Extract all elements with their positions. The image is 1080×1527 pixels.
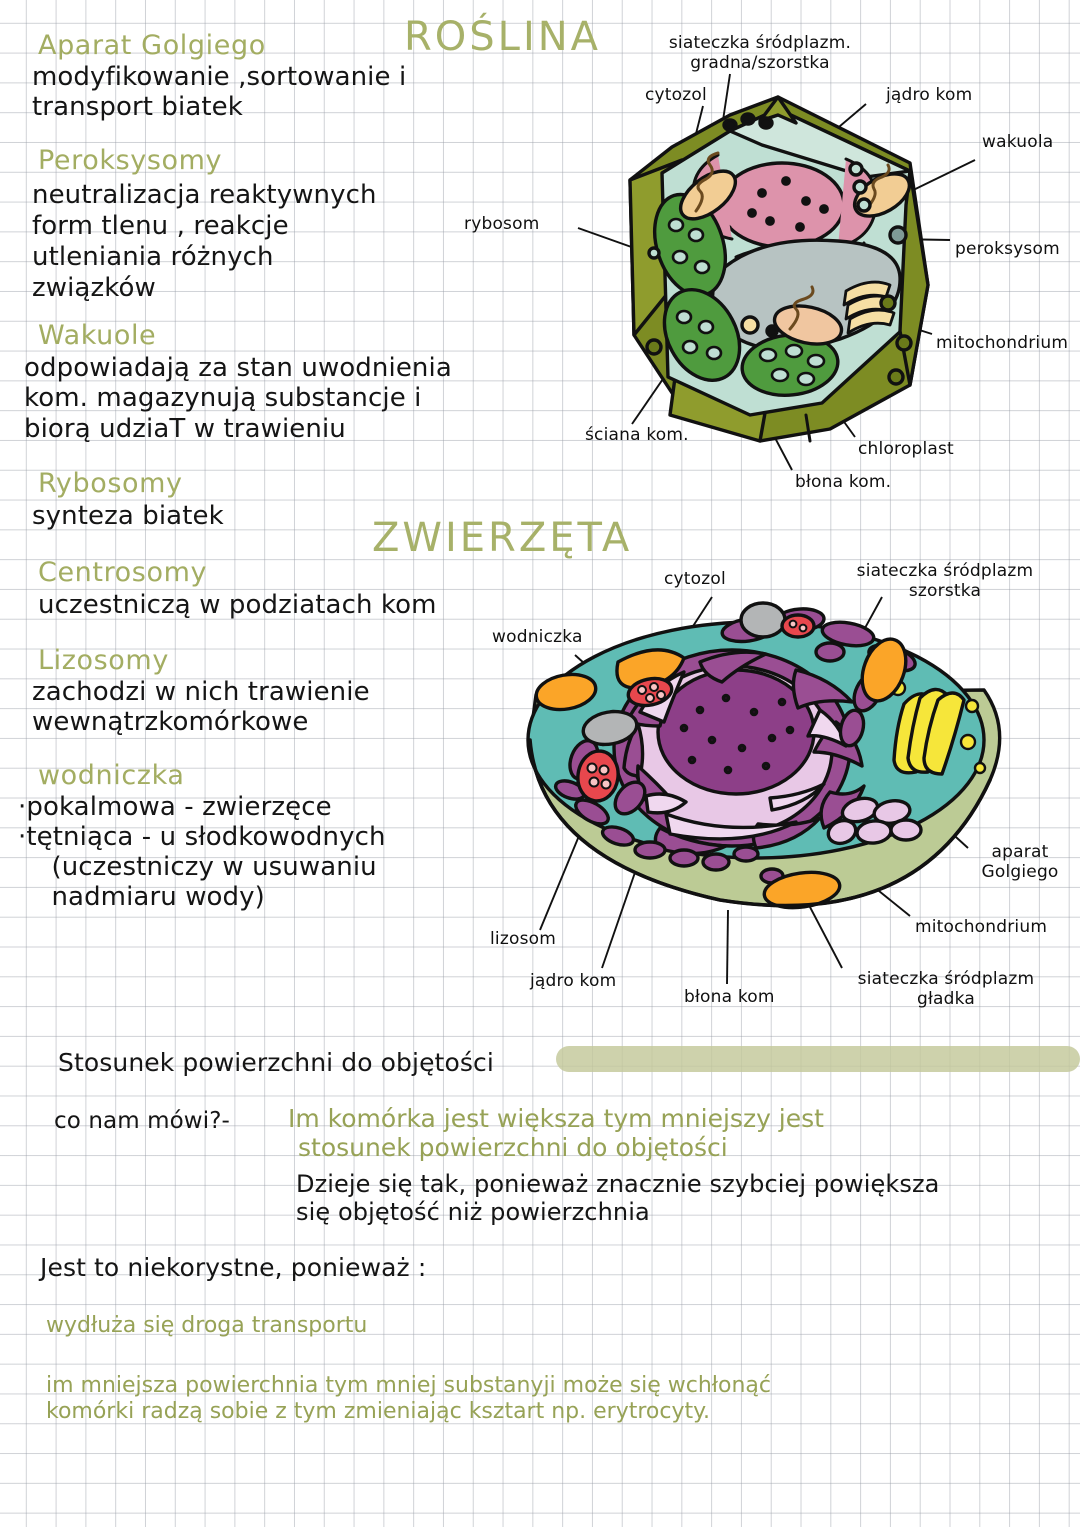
ratio-question: co nam mówi?- [54, 1108, 230, 1134]
label-plant-nucleus: jądro kom [886, 85, 973, 105]
note-line: modyfikowanie ,sortowanie i [32, 62, 407, 92]
note-line: synteza biatek [32, 501, 224, 531]
note-line: wewnątrzkomórkowe [32, 707, 309, 737]
label-plant-vacuole: wakuola [982, 132, 1054, 152]
note-line: (uczestniczy w usuwaniu [18, 852, 377, 882]
label-plant-er-rough: siateczka śródplazm. gradna/szorstka [668, 33, 852, 73]
ratio-heading: Stosunek powierzchni do objętości [58, 1048, 494, 1077]
label-animal-membrane: błona kom [684, 987, 775, 1007]
disadvantage-detail: komórki radzą sobie z tym zmieniając ksz… [46, 1399, 710, 1424]
ratio-answer-line: Im komórka jest większa tym mniejszy jes… [288, 1104, 824, 1133]
plant-cell-illustration [628, 95, 930, 443]
note-line: związków [32, 273, 156, 303]
note-line: biorą udziaT w trawieniu [24, 414, 346, 444]
note-title-vacuoles: Wakuole [38, 320, 157, 351]
label-animal-golgi: aparat Golgiego [981, 842, 1059, 882]
label-animal-mitochondrion: mitochondrium [915, 917, 1048, 937]
note-line: uczestniczą w podziatach kom [38, 590, 437, 620]
note-line: ·pokalmowa - zwierzęce [18, 792, 332, 822]
note-title-water-vacuole: wodniczka [38, 760, 185, 791]
note-line: odpowiadają za stan uwodnienia [24, 353, 452, 383]
disadvantage-detail: im mniejsza powierchnia tym mniej substa… [46, 1373, 772, 1398]
label-plant-chloroplast: chloroplast [858, 439, 954, 459]
label-animal-cytosol: cytozol [664, 569, 726, 589]
heading-animal: ZWIERZĘTA [372, 515, 633, 561]
label-plant-cytosol: cytozol [645, 85, 707, 105]
label-animal-lysosome: lizosom [490, 929, 556, 949]
note-line: nadmiaru wody) [18, 882, 265, 912]
label-animal-vacuole: wodniczka [492, 627, 583, 647]
label-plant-peroxisome: peroksysom [955, 239, 1060, 259]
note-line: neutralizacja reaktywnych [32, 180, 377, 210]
label-animal-nucleus: jądro kom [530, 971, 617, 991]
note-title-peroxisomes: Peroksysomy [38, 145, 223, 176]
note-line: utleniania różnych [32, 242, 274, 272]
animal-cell-illustration [526, 601, 1002, 910]
disadvantage-heading: Jest to niekorystne, ponieważ : [40, 1253, 427, 1282]
label-animal-er-rough: siateczka śródplazm szorstka [856, 561, 1034, 601]
highlight-bar [556, 1046, 1080, 1072]
label-plant-mitochondrion: mitochondrium [936, 333, 1069, 353]
label-plant-ribosome: rybosom [464, 214, 540, 234]
note-line: ·tętniąca - u słodkowodnych [18, 822, 386, 852]
note-line: kom. magazynują substancje i [24, 383, 422, 413]
note-line: zachodzi w nich trawienie [32, 677, 370, 707]
heading-plant: ROŚLINA [404, 14, 602, 60]
ratio-explain-line: Dzieje się tak, ponieważ znacznie szybci… [296, 1170, 940, 1198]
note-title-ribosomes: Rybosomy [38, 468, 183, 499]
label-plant-cell-wall: ściana kom. [585, 425, 689, 445]
label-animal-er-smooth: siateczka śródplazm gładka [857, 969, 1035, 1009]
ratio-explain-line: się objętość niż powierzchnia [296, 1198, 650, 1226]
label-plant-membrane: błona kom. [795, 472, 892, 492]
note-title-golgi: Aparat Golgiego [38, 30, 266, 61]
ratio-answer-line: stosunek powierzchni do objętości [298, 1133, 728, 1162]
note-title-lysosomes: Lizosomy [38, 645, 169, 676]
note-title-centrosomes: Centrosomy [38, 557, 208, 588]
note-line: form tlenu , reakcje [32, 211, 289, 241]
note-line: transport biatek [32, 92, 243, 122]
disadvantage-point: wydłuża się droga transportu [46, 1313, 368, 1338]
